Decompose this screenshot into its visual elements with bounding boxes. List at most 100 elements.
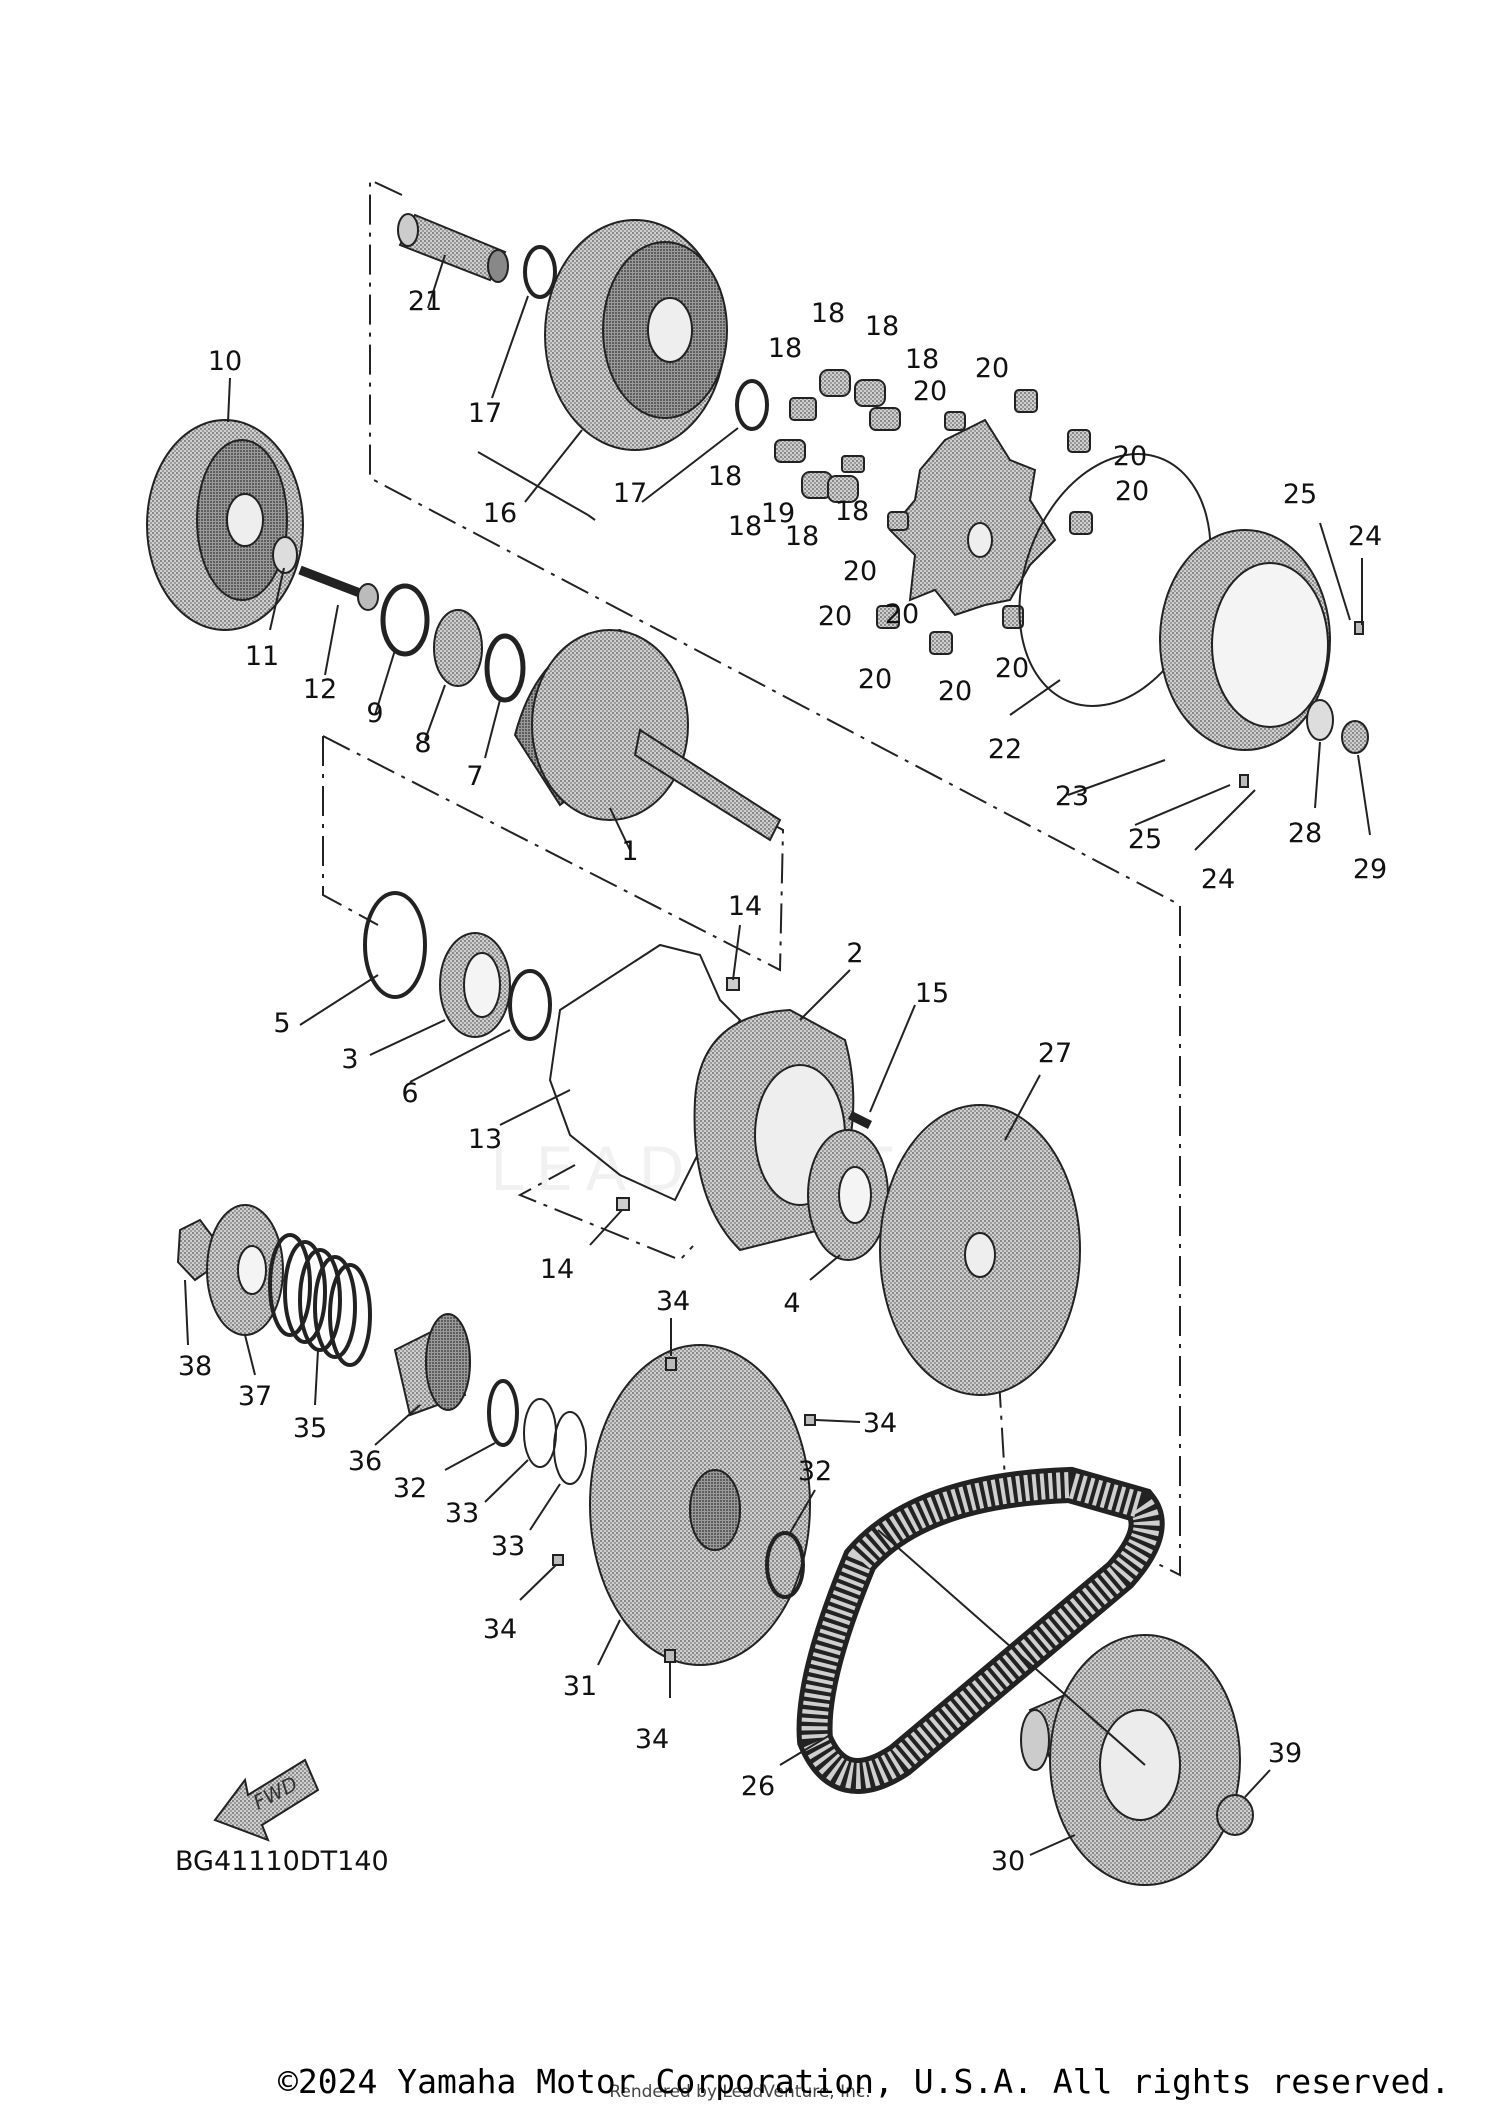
part-cam-19 <box>888 418 1057 617</box>
callout: 35 <box>293 1413 327 1444</box>
forward-arrow-icon <box>213 1758 320 1842</box>
part-screws-34 <box>552 1357 816 1663</box>
callout: 20 <box>858 664 892 695</box>
part-pin-24b <box>1239 774 1249 788</box>
callout: 14 <box>540 1254 574 1285</box>
callout: 20 <box>975 353 1009 384</box>
callout: 20 <box>843 556 877 587</box>
part-collar-36 <box>393 1313 471 1417</box>
part-o-ring-33a <box>523 1398 557 1468</box>
part-nut-29 <box>1341 720 1369 754</box>
callout: 12 <box>303 674 337 705</box>
callout: 5 <box>273 1008 290 1039</box>
callout: 18 <box>785 521 819 552</box>
callout: 18 <box>865 311 899 342</box>
callout: 18 <box>728 511 762 542</box>
callout: 24 <box>1201 864 1235 895</box>
callout: 34 <box>863 1408 897 1439</box>
part-washer-28 <box>1306 699 1334 741</box>
callout: 34 <box>635 1724 669 1755</box>
part-sliders-20 <box>876 389 1093 655</box>
part-rollers-18 <box>774 369 901 503</box>
part-washer-11 <box>272 536 298 574</box>
part-bearing-3 <box>439 932 511 1038</box>
callout: 25 <box>1128 824 1162 855</box>
diagram-code: BG41110DT140 <box>175 1846 389 1877</box>
part-washer-4 <box>807 1129 889 1261</box>
callout: 18 <box>835 496 869 527</box>
callout: 16 <box>483 498 517 529</box>
callout: 6 <box>401 1078 418 1109</box>
part-ring-17b <box>735 379 769 431</box>
part-sheave-27 <box>879 1104 1081 1396</box>
callout: 20 <box>995 653 1029 684</box>
part-ring-32b <box>765 1531 805 1599</box>
callout: 39 <box>1268 1738 1302 1769</box>
leader-lines <box>184 254 1371 1856</box>
callout: 15 <box>915 978 949 1009</box>
callout: 18 <box>768 333 802 364</box>
callout: 26 <box>741 1771 775 1802</box>
part-collar-21 <box>397 213 509 283</box>
callout: 30 <box>991 1846 1025 1877</box>
callout: 32 <box>798 1456 832 1487</box>
part-cover-23 <box>1159 529 1331 751</box>
callout: 20 <box>1113 441 1147 472</box>
part-washer-9 <box>380 583 430 657</box>
part-sheave-31 <box>589 1344 811 1666</box>
callout: 36 <box>348 1446 382 1477</box>
callout: 25 <box>1283 479 1317 510</box>
callout: 20 <box>818 601 852 632</box>
part-ring-32a <box>487 1379 519 1447</box>
callout: 24 <box>1348 521 1382 552</box>
part-bearing-8 <box>433 609 483 687</box>
callout: 23 <box>1055 781 1089 812</box>
callout: 13 <box>468 1124 502 1155</box>
callout: 20 <box>938 676 972 707</box>
part-drive-face <box>146 419 304 631</box>
callout: 7 <box>466 761 483 792</box>
part-pin-24a <box>1354 621 1364 635</box>
part-circlip-5 <box>363 891 427 999</box>
callout: 28 <box>1288 818 1322 849</box>
callout: 33 <box>445 1498 479 1529</box>
part-circlip-6 <box>508 969 552 1041</box>
callout: 31 <box>563 1671 597 1702</box>
callout: 11 <box>245 641 279 672</box>
part-o-ring-33b <box>553 1411 587 1485</box>
callout-labels: 1 2 3 4 5 6 7 8 9 10 11 12 13 14 14 15 1… <box>178 286 1387 1877</box>
callout: 1 <box>621 836 638 867</box>
callout: 33 <box>491 1531 525 1562</box>
callout: 29 <box>1353 854 1387 885</box>
callout: 2 <box>846 938 863 969</box>
callout: 14 <box>728 891 762 922</box>
callout: 21 <box>408 286 442 317</box>
callout: 20 <box>913 376 947 407</box>
callout: 34 <box>483 1614 517 1645</box>
callout: 8 <box>414 728 431 759</box>
part-seat-37 <box>206 1204 284 1336</box>
callout: 3 <box>341 1044 358 1075</box>
callout: 18 <box>811 298 845 329</box>
part-ring-17a <box>523 245 557 299</box>
part-bolt-12 <box>298 565 379 611</box>
callout: 19 <box>761 498 795 529</box>
part-dowel-14b <box>616 1197 630 1211</box>
callout: 4 <box>783 1288 800 1319</box>
callout: 17 <box>613 478 647 509</box>
rendered-by: Rendered by LeadVenture, Inc. <box>609 2082 870 2102</box>
callout: 20 <box>885 599 919 630</box>
callout: 17 <box>468 398 502 429</box>
part-spring-35 <box>268 1233 372 1367</box>
part-primary-fixed-sheave <box>513 628 782 842</box>
callout: 10 <box>208 346 242 377</box>
callout: 27 <box>1038 1038 1072 1069</box>
part-nut-39 <box>1216 1794 1254 1836</box>
part-bolt-15 <box>847 1110 873 1130</box>
callout: 20 <box>1115 476 1149 507</box>
callout: 9 <box>366 698 383 729</box>
callout: 38 <box>178 1351 212 1382</box>
part-ring-7 <box>484 633 526 703</box>
callout: 18 <box>708 461 742 492</box>
